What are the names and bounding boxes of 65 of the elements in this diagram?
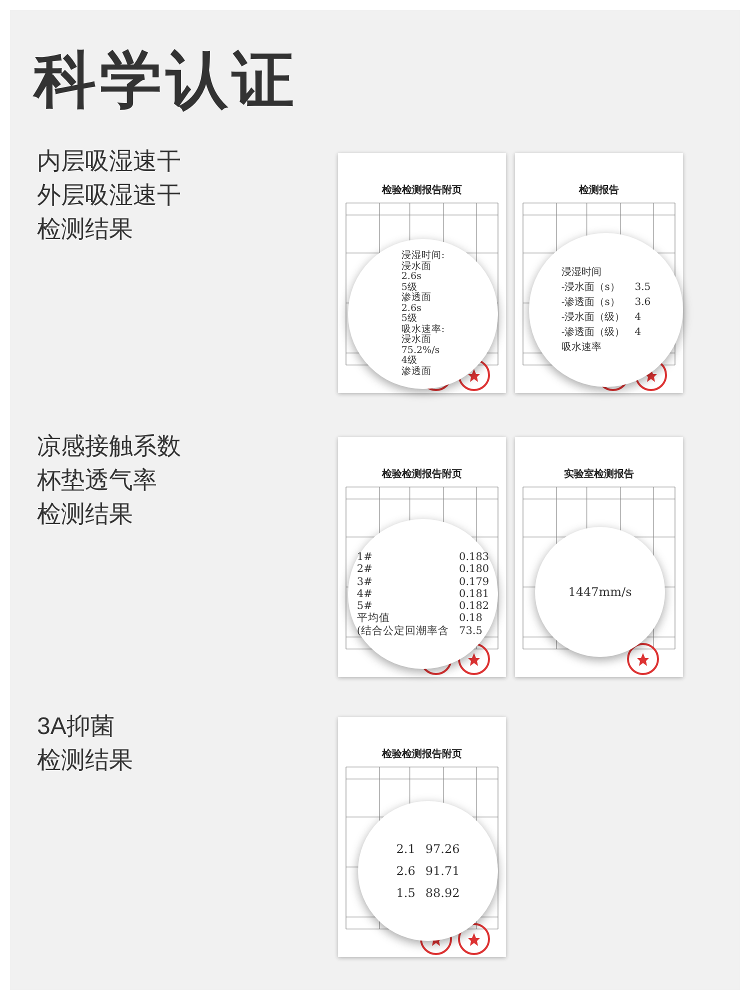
report-text: -渗透面（s） xyxy=(561,296,621,310)
report-text: 2# xyxy=(356,563,374,576)
report-text: 3# xyxy=(356,576,374,588)
report-text: 渗透面 xyxy=(401,293,432,304)
section-label: 外层吸湿速干 xyxy=(37,181,181,211)
magnifier-circle xyxy=(348,239,498,389)
report-text: 5级 xyxy=(401,282,418,292)
report-text: 2.6s xyxy=(401,304,422,314)
report-text: 0.179 xyxy=(459,576,490,588)
report-text: -渗透面（级） xyxy=(561,326,625,340)
report-text: 97.26 xyxy=(425,841,460,858)
report-text: 2.1 xyxy=(396,841,416,858)
section-label: 检测结果 xyxy=(37,500,133,530)
report-text: 吸水速率 xyxy=(561,340,602,355)
report-text: (结合公定回潮率含 xyxy=(356,624,450,637)
report-text: 4 xyxy=(634,326,642,340)
page-title: 科学认证 xyxy=(34,45,298,117)
report-document xyxy=(338,437,506,677)
report-text: 浸湿时间: xyxy=(401,251,445,261)
report-text: 1447mm/s xyxy=(568,585,632,599)
magnifier-circle xyxy=(535,527,665,657)
report-text: 2.6 xyxy=(396,863,416,880)
report-text: 渗透面 xyxy=(401,366,432,377)
report-text: 浸水面 xyxy=(401,262,432,272)
section-label: 凉感接触系数 xyxy=(37,432,181,462)
report-text: 3.6 xyxy=(634,296,651,310)
report-text: 73.5 xyxy=(459,624,484,637)
section-label: 检测结果 xyxy=(37,746,133,776)
report-text: 4级 xyxy=(401,356,418,366)
report-heading: 检验检测报告附页 xyxy=(380,468,463,481)
magnifier-circle xyxy=(348,519,498,669)
report-text: 91.71 xyxy=(425,863,460,880)
report-text: 0.181 xyxy=(459,588,490,600)
section-label: 检测结果 xyxy=(37,215,133,245)
report-text: 吸水速率: xyxy=(401,324,445,334)
report-text: 5级 xyxy=(401,314,418,324)
report-text: 浸水面 xyxy=(401,335,432,346)
report-heading: 实验室检测报告 xyxy=(563,467,635,481)
report-document xyxy=(515,437,683,677)
report-text: 1.5 xyxy=(396,885,416,902)
report-text: 2.6s xyxy=(401,272,422,282)
report-text: -浸水面（s） xyxy=(561,280,621,295)
report-document xyxy=(338,153,506,393)
section-label: 3A抑菌 xyxy=(37,712,114,742)
report-text: 1# xyxy=(356,551,374,564)
report-text: 5# xyxy=(356,600,374,612)
report-document xyxy=(515,153,683,393)
report-text: 平均值 xyxy=(356,612,391,624)
report-text: 3.5 xyxy=(634,281,651,295)
section-label: 杯垫透气率 xyxy=(37,466,157,496)
section-label: 内层吸湿速干 xyxy=(37,147,181,177)
report-text: 0.180 xyxy=(459,563,490,576)
report-text: 浸湿时间 xyxy=(561,266,602,280)
report-text: 0.182 xyxy=(459,600,490,612)
report-heading: 检测报告 xyxy=(578,184,620,197)
report-text: 4 xyxy=(634,311,642,325)
report-text: 0.183 xyxy=(459,551,490,564)
report-text: 4# xyxy=(356,588,374,600)
report-text: 75.2%/s xyxy=(401,346,441,356)
report-text: 88.92 xyxy=(425,885,460,902)
report-heading: 检验检测报告附页 xyxy=(380,748,463,761)
report-text: -浸水面（级） xyxy=(561,310,625,325)
report-document xyxy=(338,717,506,957)
report-text: 0.18 xyxy=(459,612,484,624)
report-heading: 检验检测报告附页 xyxy=(380,184,463,197)
